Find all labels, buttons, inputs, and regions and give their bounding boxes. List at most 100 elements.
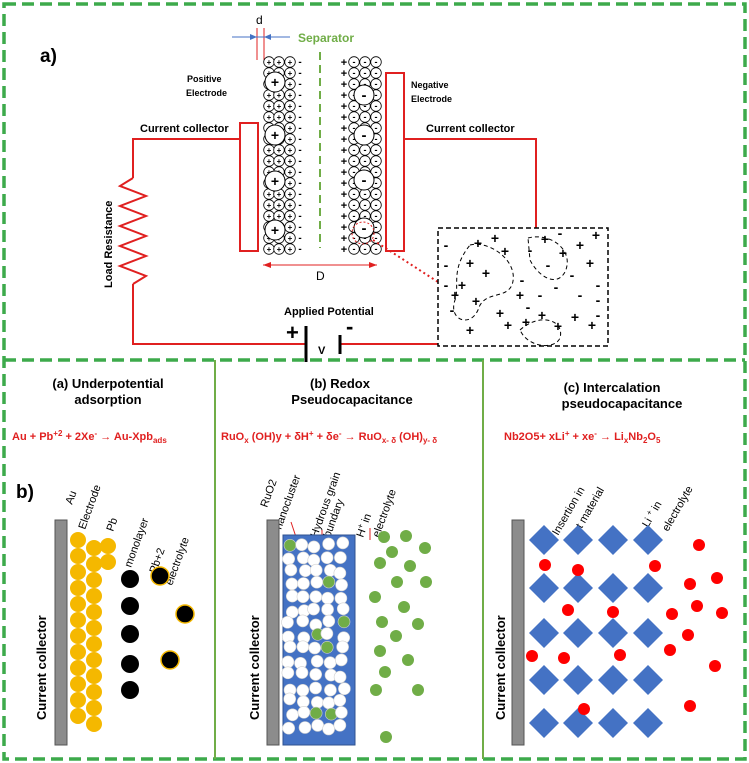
plus-sign: + xyxy=(341,79,347,91)
pb-atom xyxy=(86,668,102,684)
h-ion xyxy=(419,542,431,554)
small-anion xyxy=(370,100,382,112)
plus-sign: + xyxy=(288,212,293,221)
section-a-electrode-label: Electrode xyxy=(77,483,104,531)
minus-sign: - xyxy=(353,101,356,111)
ruo2-nanocluster xyxy=(281,666,295,680)
li-ion xyxy=(693,539,705,551)
h-ion xyxy=(386,546,398,558)
h-ion xyxy=(380,731,392,743)
pb-atom xyxy=(86,716,102,732)
pb2-ion xyxy=(160,650,180,670)
ruo2-nanocluster xyxy=(296,695,310,709)
minus-sign: - xyxy=(298,68,301,79)
section-a-au-label: Au xyxy=(64,489,80,506)
pb-atom xyxy=(70,644,86,660)
plus-sign: + xyxy=(341,233,347,245)
minus-sign: - xyxy=(554,279,559,295)
pb-atom xyxy=(86,684,102,700)
battery-v-label: V xyxy=(318,345,326,357)
host-lattice-site xyxy=(529,665,559,695)
minus-sign: - xyxy=(362,127,367,144)
plus-sign: + xyxy=(538,307,546,323)
positive-electrode-label-1: Positive xyxy=(187,74,222,84)
section-b-title-1: (b) Redox xyxy=(310,376,371,391)
pb-atom xyxy=(70,564,86,580)
section-b-equation: RuOx (OH)y + δH+ + δe- → RuOx- δ (OH)y- … xyxy=(221,429,437,445)
section-c-title-2: pseudocapacitance xyxy=(562,396,683,411)
ruo2-nanocluster xyxy=(282,552,296,566)
minus-sign: - xyxy=(375,68,378,78)
minus-sign: - xyxy=(364,68,367,78)
minus-sign: - xyxy=(362,87,367,104)
zoom-connector xyxy=(372,239,439,283)
minus-sign: - xyxy=(298,123,301,134)
separator-label: Separator xyxy=(298,31,354,45)
D-arrow-head-right xyxy=(369,262,377,268)
pb-atom xyxy=(86,604,102,620)
plus-sign: + xyxy=(341,112,347,124)
section-a-equation: Au + Pb+2 + 2Xe- → Au-Xpbads xyxy=(12,429,167,445)
minus-sign: - xyxy=(375,156,378,166)
wire-bottom-left xyxy=(132,284,305,345)
section-a-title-2: adsorption xyxy=(74,392,141,407)
section-a-title-1: (a) Underpotential xyxy=(52,376,163,391)
h-ion xyxy=(404,560,416,572)
section-c-electrolyte-label: electrolyte xyxy=(660,484,695,533)
large-cation xyxy=(264,170,286,192)
wire-left xyxy=(132,138,240,178)
host-lattice-site xyxy=(633,618,663,648)
h-ion xyxy=(309,706,323,720)
minus-sign: - xyxy=(353,68,356,78)
minus-sign: - xyxy=(298,189,301,200)
minus-sign: - xyxy=(364,211,367,221)
plus-sign: + xyxy=(267,212,272,221)
li-ion xyxy=(614,649,626,661)
pb-monolayer-atom xyxy=(121,681,139,699)
li-ion xyxy=(709,660,721,672)
ruo2-nanocluster xyxy=(333,670,347,684)
host-lattice-site xyxy=(563,525,593,555)
plus-sign: + xyxy=(271,222,279,238)
host-lattice-site xyxy=(633,573,663,603)
li-ion xyxy=(558,652,570,664)
minus-sign: - xyxy=(298,167,301,178)
pb-monolayer-atom xyxy=(121,655,139,673)
ruo2-nanocluster xyxy=(334,653,348,667)
ruo2-nanocluster xyxy=(282,721,296,735)
minus-sign: - xyxy=(375,222,378,232)
plus-sign: + xyxy=(277,190,282,199)
minus-sign: - xyxy=(353,167,356,177)
host-lattice-site xyxy=(633,665,663,695)
ruo2-nanocluster xyxy=(333,566,347,580)
minus-sign: - xyxy=(364,101,367,111)
host-lattice-site xyxy=(563,618,593,648)
zoom-source-circle xyxy=(351,221,375,245)
minus-sign: - xyxy=(298,112,301,123)
host-lattice-site xyxy=(633,708,663,738)
minus-sign: - xyxy=(596,277,601,293)
host-lattice-site xyxy=(633,525,663,555)
minus-sign: - xyxy=(353,156,356,166)
plus-sign: + xyxy=(466,255,474,271)
negative-electrode-label-1: Negative xyxy=(411,80,449,90)
plus-sign: + xyxy=(288,124,293,133)
ruo2-nanocluster xyxy=(336,640,349,654)
host-lattice-site xyxy=(598,573,628,603)
minus-sign: - xyxy=(353,57,356,67)
load-resistor xyxy=(117,177,149,285)
minus-sign: - xyxy=(375,200,378,210)
zoom-charges: ++++++++++++++++++++++---------------- xyxy=(444,225,601,338)
plus-sign: + xyxy=(341,167,347,179)
plus-sign: + xyxy=(474,235,482,251)
minus-sign: - xyxy=(375,112,378,122)
plus-sign: + xyxy=(341,156,347,168)
ruo2-nanocluster xyxy=(295,538,309,552)
plus-sign: + xyxy=(496,305,504,321)
wire-right xyxy=(404,138,537,228)
ruo2-nanocluster xyxy=(320,627,334,640)
minus-sign: - xyxy=(298,222,301,233)
plus-sign: + xyxy=(451,287,459,303)
ruo2-nanocluster xyxy=(299,564,312,578)
